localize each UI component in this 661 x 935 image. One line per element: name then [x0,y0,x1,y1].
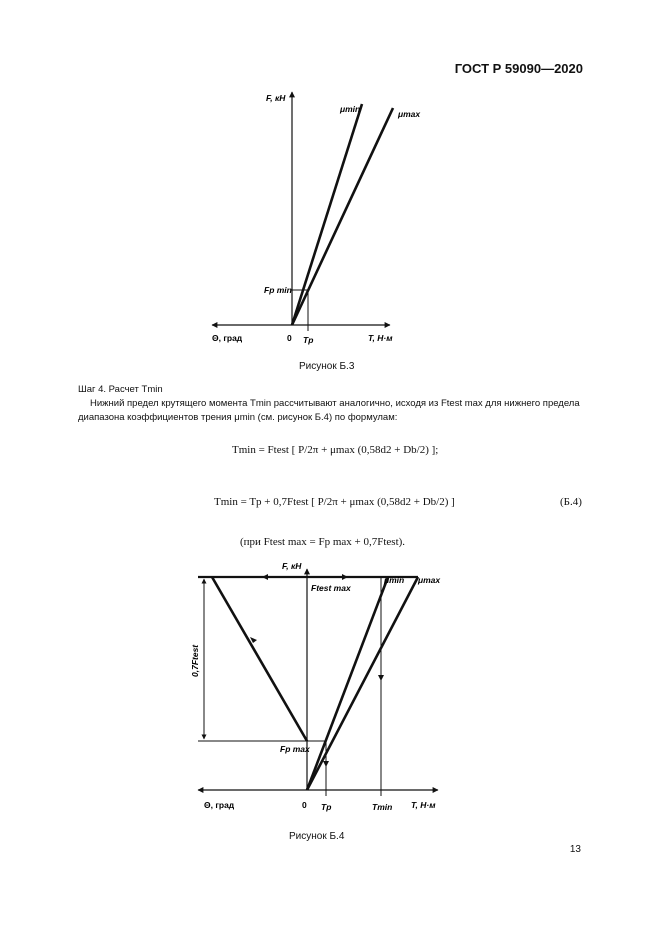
b4-mu-min-line [305,576,390,791]
b4-arrow-tmin [378,675,384,681]
b4-axis-x-left-label: Θ, град [204,800,235,810]
b3-axis-x-right-label: T, Н·м [368,333,393,343]
b3-origin-label: 0 [287,333,292,343]
step4-paragraph: Нижний предел крутящего момента Tmin рас… [78,398,580,423]
formula-1: Tmin = Ftest [ P/2π + μmax (0,58d2 + Db/… [232,444,439,456]
b4-arrow-top-left [262,574,268,580]
b4-mu-max-label: μmax [417,575,441,585]
b4-mu-max-line [305,576,420,791]
formula-2: Tmin = Tp + 0,7Ftest [ P/2π + μmax (0,58… [214,496,455,508]
page-number: 13 [569,844,581,855]
b4-ftest-max-label: Ftest max [311,583,352,593]
b4-origin-label: 0 [302,800,307,810]
b4-arrow-tp [323,761,329,767]
b4-fp-max-label: Fp max [280,744,311,754]
figure-b4: F, кН Ftest max μmin μmax 0,7Ftest Fp ma… [190,561,441,812]
b3-mu-max-label: μmax [397,109,421,119]
figure-b3: F, кН μmin μmax Fp min Θ, град 0 Tp T, Н… [211,91,421,345]
b4-axis-y-label: F, кН [282,561,302,571]
b4-delta-label: 0,7Ftest [190,644,200,677]
figure-b3-caption: Рисунок Б.3 [299,361,355,372]
b4-left-diagonal [210,576,309,742]
b4-axis-x-right-label: T, Н·м [411,800,436,810]
b3-axis-y-label: F, кН [266,93,286,103]
b3-mu-min-label: μmin [339,104,360,114]
formula-3: (при Ftest max = Fp max + 0,7Ftest). [240,536,406,548]
b3-mu-max-line [290,107,395,326]
b3-axis-x-left-label: Θ, град [212,333,243,343]
b4-tp-label: Tp [321,802,331,812]
b4-mu-min-label: μmin [383,575,404,585]
b3-tp-label: Tp [303,335,313,345]
b4-arrow-left-diag [250,637,257,643]
step4-title: Шаг 4. Расчет Tmin [78,384,163,395]
formula-2-number: (Б.4) [560,496,582,508]
b4-tmin-label: Tmin [372,802,392,812]
b4-arrow-top-right [342,574,348,580]
figure-b4-caption: Рисунок Б.4 [289,831,345,842]
b3-mu-min-line [290,103,364,326]
standard-header: ГОСТ Р 59090—2020 [454,61,583,76]
b3-fp-min-label: Fp min [264,285,292,295]
